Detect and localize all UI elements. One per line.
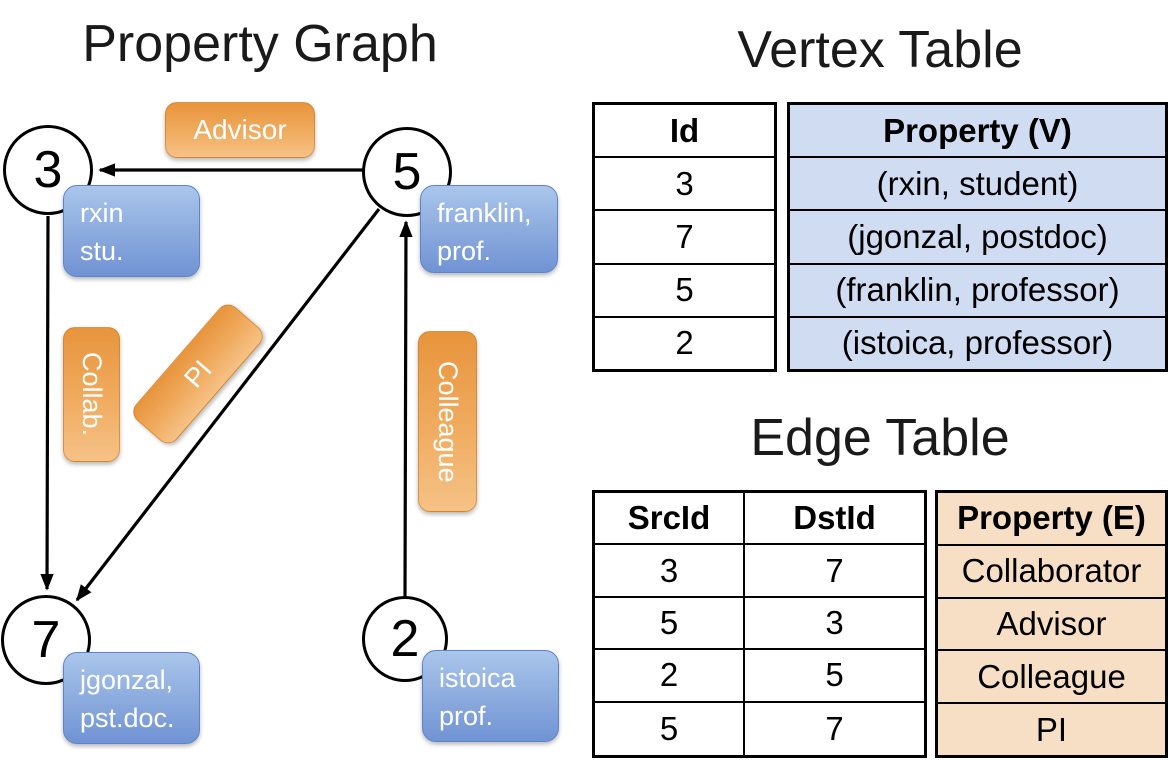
vertex-table-row-id: 7 (595, 211, 774, 265)
vertex-table-row-id: 3 (595, 158, 774, 212)
vertex-node-2-id: 2 (390, 610, 420, 668)
edge-label-advisor: Advisor (165, 102, 315, 158)
vertex-table-header-id: Id (595, 105, 774, 159)
vertex-node-5: 5 (362, 127, 452, 217)
edge-table-row-src: 2 (595, 650, 745, 703)
edge-table-id-columns: SrcId DstId 3 7 5 3 2 5 5 7 (592, 490, 927, 758)
vertex-node-3-id: 3 (33, 141, 63, 199)
edge-arrow-5-to-7 (75, 208, 381, 602)
vertex-property-box-7-line2: pst.doc. (80, 702, 175, 733)
vertex-table-row-property: (istoica, professor) (790, 317, 1165, 370)
edge-label-advisor-text: Advisor (193, 114, 287, 145)
vertex-property-box-5-line2: prof. (437, 235, 492, 266)
vertex-property-box-2-line1: istoica (439, 663, 516, 693)
vertex-property-box-7-line1: jgonzal, (80, 665, 174, 695)
edge-table-row-property: Colleague (938, 651, 1165, 705)
vertex-property-box-3: rxin stu. (63, 185, 200, 277)
edge-table-row-dst: 7 (745, 545, 924, 598)
vertex-table-header-property: Property (V) (790, 105, 1165, 159)
edge-table-row-property: Advisor (938, 598, 1165, 652)
edge-table-row-src: 5 (595, 597, 745, 651)
vertex-property-box-5-line1: franklin, (437, 198, 532, 228)
vertex-table-row-property: (jgonzal, postdoc) (790, 211, 1165, 265)
vertex-property-box-2-line2: prof. (439, 700, 494, 731)
vertex-table-title: Vertex Table (737, 21, 1023, 79)
edge-table-header-property: Property (E) (938, 493, 1165, 546)
edge-table-title: Edge Table (750, 409, 1010, 467)
edge-label-pi-text: PI (177, 354, 218, 394)
property-graph-title: Property Graph (82, 15, 438, 73)
vertex-property-box-3-line1: rxin (80, 198, 124, 228)
vertex-table-row-property: (franklin, professor) (790, 264, 1165, 318)
graph-edges-layer (40, 163, 413, 602)
edge-table-row-src: 3 (595, 545, 745, 598)
edge-label-colleague-text: Colleague (433, 360, 463, 483)
edge-arrow-2-to-5 (399, 220, 413, 597)
vertex-table-row-id: 5 (595, 265, 774, 318)
vertex-table-id-column: Id 3 7 5 2 (592, 102, 777, 372)
edge-table-row-dst: 3 (745, 598, 924, 651)
vertex-property-box-3-line2: stu. (80, 235, 124, 266)
edge-label-collab: Collab. (63, 327, 120, 462)
vertex-property-box-2: istoica prof. (422, 650, 559, 742)
vertex-property-box-5: franklin, prof. (420, 185, 558, 273)
vertex-node-2: 2 (362, 596, 448, 682)
vertex-node-7-id: 7 (31, 611, 61, 669)
edge-label-collab-text: Collab. (77, 352, 107, 437)
vertex-table-row-property: (rxin, student) (790, 158, 1165, 212)
edge-arrow-3-to-7 (40, 215, 54, 591)
edge-table-row-dst: 7 (825, 709, 844, 747)
edge-table-row-property: Collaborator (938, 545, 1165, 599)
edge-table-header-srcid: SrcId (595, 493, 745, 546)
vertex-table-row-id: 2 (675, 324, 694, 362)
vertex-table-property-column: Property (V) (rxin, student) (jgonzal, p… (787, 102, 1168, 372)
edge-table-row-src: 5 (595, 702, 745, 755)
edge-label-colleague: Colleague (418, 331, 477, 512)
edge-table-property-column: Property (E) Collaborator Advisor Collea… (935, 490, 1168, 758)
edge-table-row-dst: 5 (745, 650, 924, 703)
vertex-property-box-7: jgonzal, pst.doc. (63, 652, 200, 744)
edge-table-header-dstid: DstId (745, 493, 924, 546)
edge-table-row-property: PI (938, 704, 1165, 755)
vertex-node-5-id: 5 (392, 143, 422, 201)
